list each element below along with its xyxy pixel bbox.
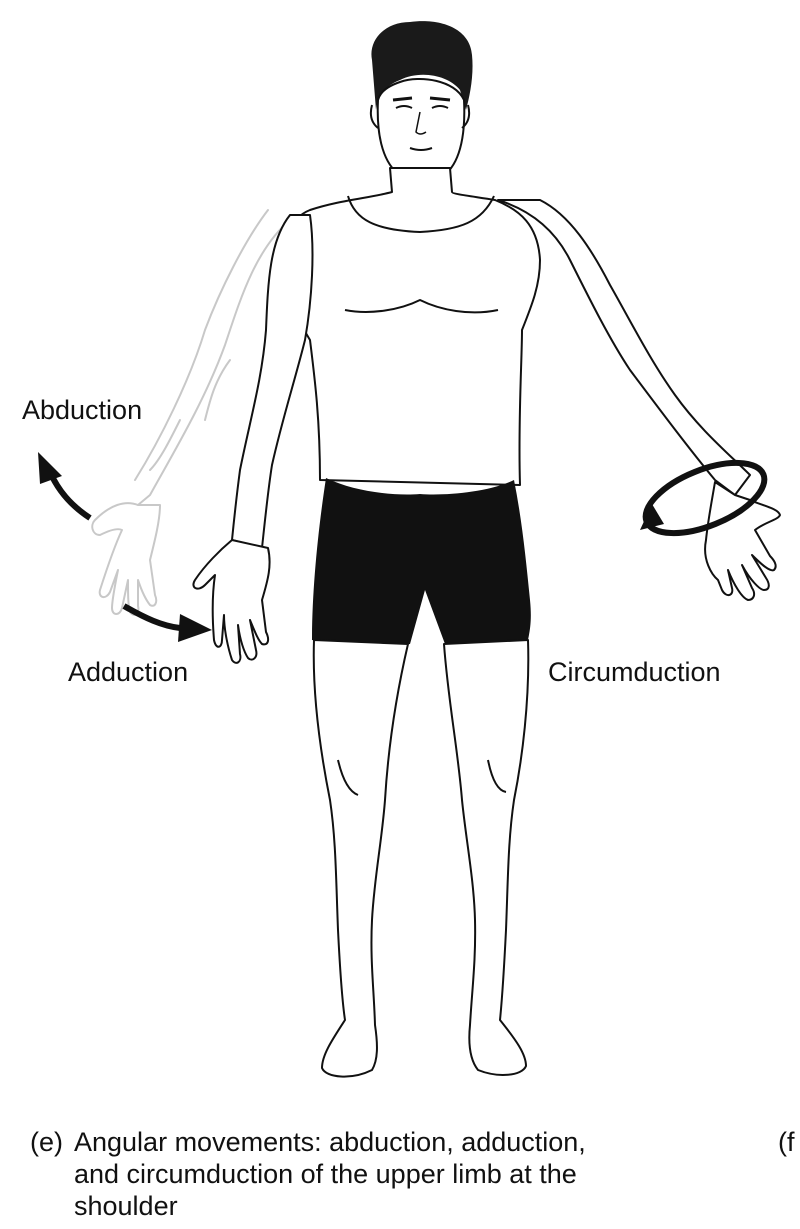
- adduction-arrow: [122, 603, 212, 642]
- shorts: [312, 478, 531, 647]
- circumduction-arrowhead: [640, 504, 664, 530]
- ghost-arm-abducted: [91, 209, 291, 616]
- abduction-label: Abduction: [22, 395, 143, 425]
- abduction-arrow: [38, 452, 92, 521]
- head: [369, 21, 473, 182]
- caption-line-2: and circumduction of the upper limb at t…: [74, 1159, 577, 1189]
- figure-caption: (e) Angular movements: abduction, adducti…: [30, 1126, 730, 1222]
- caption-prefix: (e): [30, 1127, 63, 1157]
- arm-adducted: [192, 214, 314, 664]
- caption-line-1: Angular movements: abduction, adduction,: [74, 1127, 586, 1157]
- circumduction-label: Circumduction: [548, 657, 721, 687]
- next-panel-caption: (f: [778, 1127, 795, 1157]
- adduction-label: Adduction: [68, 657, 189, 687]
- legs: [312, 639, 530, 1078]
- torso: [282, 167, 541, 486]
- arm-circumducted: [497, 199, 781, 601]
- caption-line-3: shoulder: [74, 1191, 178, 1221]
